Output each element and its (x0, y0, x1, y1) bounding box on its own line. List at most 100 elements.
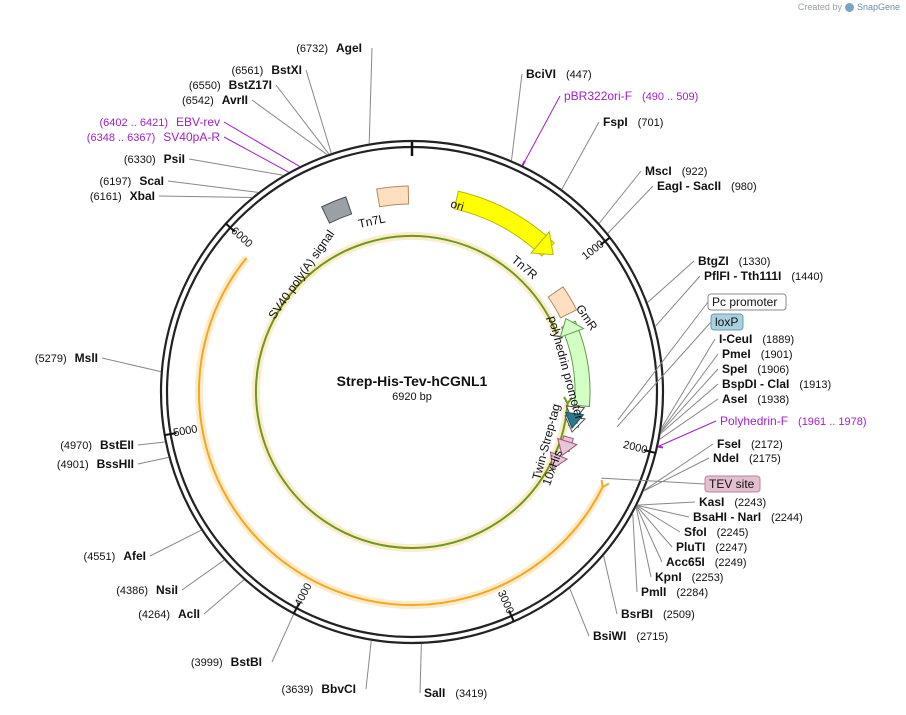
tick-mark (643, 449, 656, 454)
site-label: SalI(3419) (424, 686, 487, 700)
site-label: BsiWI(2715) (593, 629, 668, 643)
restriction-site: (6732)AgeI (296, 41, 373, 144)
feature-shape (320, 196, 353, 224)
site-position: (490 .. 509) (642, 91, 698, 103)
primer-site: Polyhedrin-F(1961 .. 1978) (657, 414, 867, 449)
feature-arrowhead (530, 230, 554, 256)
site-leader (636, 506, 663, 563)
site-position: (1906) (757, 364, 789, 376)
tick-label: 1000 (580, 238, 607, 263)
restriction-site: BsrBI(2509) (603, 555, 695, 621)
site-name: AclI (178, 607, 200, 621)
restriction-site: BsiWI(2715) (569, 588, 668, 643)
restriction-site: (4264)AclI (138, 579, 245, 621)
feature-loxp (564, 411, 585, 430)
site-position: (5279) (35, 353, 67, 365)
site-leader (569, 588, 590, 637)
site-position: (1938) (757, 394, 789, 406)
restriction-site: (3999)BstBI (191, 614, 294, 669)
site-leader (603, 555, 618, 615)
restriction-site: (4551)AfeI (84, 529, 202, 563)
restriction-site: KpnI(2253) (635, 507, 723, 584)
restriction-site: PluTI(2247) (636, 505, 747, 554)
tick-mark (225, 222, 236, 233)
site-position: (4386) (116, 585, 148, 597)
site-position: (922) (682, 166, 708, 178)
restriction-site: AseI(1938) (659, 392, 789, 440)
site-position: (4901) (57, 459, 89, 471)
site-name: PmlI (641, 585, 666, 599)
tick-label: 5000 (172, 423, 198, 439)
site-name: BstXI (271, 63, 302, 77)
site-position: (6542) (182, 95, 214, 107)
orf-arrowhead (563, 396, 573, 404)
restriction-site: (3639)BbvCI (282, 640, 372, 696)
site-leader (137, 441, 166, 446)
site-name: FspI (603, 115, 628, 129)
site-label: BspDI - ClaI(1913) (722, 377, 831, 391)
site-position: (1889) (762, 334, 794, 346)
feature-arrowhead (557, 437, 578, 457)
site-position: (980) (731, 181, 757, 193)
feature-arrowhead (559, 317, 585, 339)
boxed-label-leader (601, 477, 706, 485)
feature-tn7r (547, 286, 578, 319)
restriction-site: (4386)NsiI (116, 559, 225, 597)
site-name: pBR322ori-F (564, 89, 632, 103)
site-leader (660, 353, 719, 432)
site-leader (654, 275, 701, 327)
site-position: (6550) (189, 80, 221, 92)
feature-twin-strep-tag (557, 435, 578, 457)
restriction-site: PmlI (2284) (632, 513, 708, 599)
site-name: EBV-rev (176, 115, 220, 129)
site-label: (6542)AvrII (182, 93, 248, 107)
site-name: MscI (645, 164, 672, 178)
site-position: (6732) (296, 43, 328, 55)
site-leader (275, 84, 330, 155)
site-name: BssHII (97, 457, 134, 471)
site-name: PflFI - Tth111I (704, 269, 781, 283)
tick-mark (164, 432, 177, 437)
credit-brand: SnapGene (856, 2, 900, 12)
plasmid-size: 6920 bp (392, 391, 432, 403)
site-name: KasI (699, 495, 724, 509)
site-position: (2284) (676, 587, 708, 599)
site-label: FspI(701) (603, 115, 663, 129)
site-position: (447) (566, 69, 592, 81)
site-position: (1330) (739, 256, 771, 268)
restriction-site: SpeI(1906) (660, 362, 789, 433)
site-label: (4386)NsiI (116, 583, 178, 597)
site-position: (6330) (124, 154, 156, 166)
restriction-site: (6542)AvrII (182, 93, 328, 156)
primer-site: pBR322ori-F (490 .. 509) (521, 89, 698, 166)
site-label: FseI(2172) (717, 437, 783, 451)
site-leader (149, 529, 202, 557)
site-leader (419, 643, 422, 694)
orf-layer (195, 232, 610, 609)
site-leader (643, 443, 714, 491)
tick-label: 6000 (228, 225, 254, 250)
orf-arrowhead (600, 479, 610, 489)
site-layer: (6732)AgeI(6561)BstXI(6550)BstZ17I(6542)… (35, 41, 867, 700)
restriction-site: BciVI (447) (510, 67, 592, 161)
site-name: Acc65I (666, 555, 705, 569)
site-leader (660, 338, 716, 429)
site-label: (6550)BstZ17I (189, 78, 272, 92)
restriction-site: (5279)MslI (35, 351, 161, 373)
primer-mark (657, 445, 664, 449)
site-name: ScaI (139, 174, 164, 188)
site-label: (6197)ScaI (100, 174, 164, 188)
feature-shape (376, 185, 410, 208)
site-name: BciVI (526, 67, 556, 81)
boxed-label-box (710, 313, 744, 331)
site-label: pBR322ori-F (490 .. 509) (564, 89, 698, 103)
site-position: (2243) (734, 497, 766, 509)
site-label: I-CeuI(1889) (719, 332, 794, 346)
site-name: SalI (424, 686, 445, 700)
site-label: KpnI(2253) (655, 570, 723, 584)
site-leader (365, 640, 372, 690)
site-label: BtgZI(1330) (698, 254, 770, 268)
site-name: XbaI (130, 189, 155, 203)
site-label: PmeI(1901) (722, 347, 792, 361)
